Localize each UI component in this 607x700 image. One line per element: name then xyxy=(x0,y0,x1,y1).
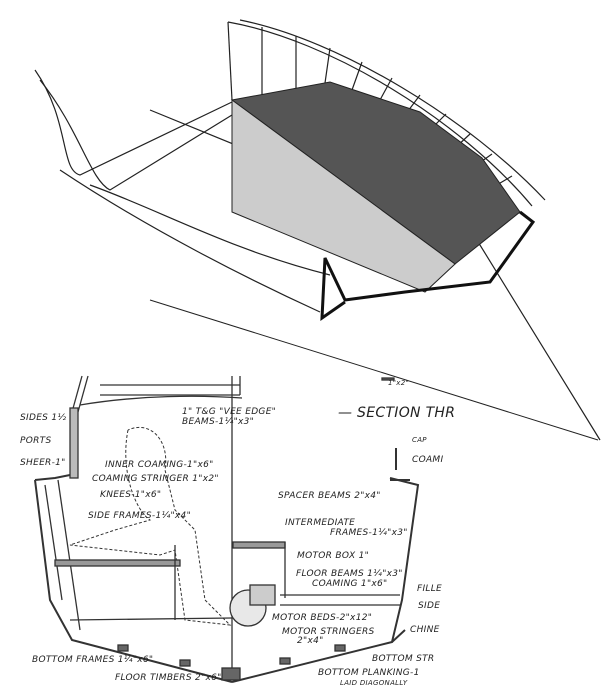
label-bottom-frames: BOTTOM FRAMES 1¼"x6" xyxy=(32,655,153,665)
label-coaming: COAMI xyxy=(412,455,443,465)
label-knees: KNEES-1"x6" xyxy=(100,490,161,500)
port-hull-side xyxy=(34,474,233,683)
section-drawing xyxy=(34,375,420,683)
label-coaming-stringer: COAMING STRINGER 1"x2" xyxy=(92,474,219,484)
rib-inner-curve xyxy=(239,19,546,201)
label-motor-box: MOTOR BOX 1" xyxy=(297,551,369,561)
transom-bold-edge xyxy=(320,210,536,321)
label-intermediate-1: INTERMEDIATE xyxy=(285,518,355,528)
label-beams: BEAMS-1¼"x3" xyxy=(182,417,254,427)
label-motor-stringers-size: 2"x4" xyxy=(297,636,324,646)
label-bottom-planking: BOTTOM PLANKING-1 xyxy=(318,668,420,678)
label-motor-stringers: MOTOR STRINGERS xyxy=(282,627,375,637)
label-1x2: 1"x2" xyxy=(388,379,409,387)
label-cap: CAP xyxy=(412,436,427,444)
label-bottom-stringers: BOTTOM STR xyxy=(372,654,434,664)
label-floor-timbers: FLOOR TIMBERS 2"x6" xyxy=(115,673,222,683)
hull-side-line xyxy=(34,69,233,176)
hull-sheer-line xyxy=(39,79,233,191)
ribs xyxy=(227,21,513,187)
label-side: SIDE xyxy=(418,601,440,611)
label-floor-beams: FLOOR BEAMS 1¼"x3" xyxy=(296,569,403,579)
rib-outer-curve xyxy=(227,21,533,207)
hull-bottom-curve-2 xyxy=(89,184,331,276)
label-intermediate-2: FRAMES-1¼"x3" xyxy=(330,528,408,538)
label-filler: FILLE xyxy=(417,584,442,594)
section-labels: SIDES 1½ PORTS SHEER-1" 1" T&G "VEE EDGE… xyxy=(20,379,455,687)
label-spacer-beams: SPACER BEAMS 2"x4" xyxy=(278,491,381,501)
label-laid-diagonally: LAID DIAGONALLY xyxy=(340,679,408,687)
seated-figure xyxy=(69,426,232,626)
engine-box-side xyxy=(231,99,456,293)
label-coaming-16: COAMING 1"x6" xyxy=(312,579,387,589)
label-motor-beds: MOTOR BEDS-2"x12" xyxy=(272,613,372,623)
label-inner-coaming: INNER COAMING-1"x6" xyxy=(105,460,214,470)
hull-bottom-curve xyxy=(59,169,321,313)
label-sheer: SHEER-1" xyxy=(20,458,66,468)
label-side-frames: SIDE FRAMES-1¼"x4" xyxy=(88,511,191,521)
isometric-hull-sketch xyxy=(34,19,601,441)
starboard-hull-side xyxy=(231,477,420,683)
label-chine: CHINE xyxy=(410,625,440,635)
section-title: — SECTION THR xyxy=(338,405,455,421)
label-sides: SIDES 1½ xyxy=(20,413,66,423)
diagonal-line xyxy=(149,299,599,441)
label-ports: PORTS xyxy=(20,436,51,446)
label-tg: 1" T&G "VEE EDGE" xyxy=(182,407,276,417)
